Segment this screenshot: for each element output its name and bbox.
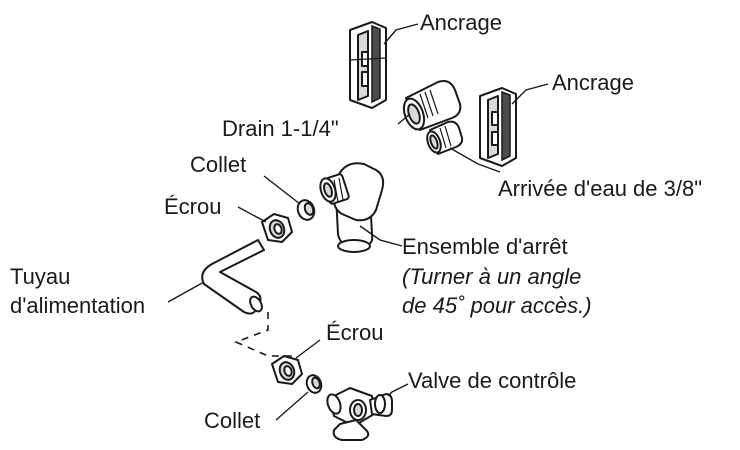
- label-supply-tube-line2: d'alimentation: [10, 293, 145, 318]
- leader-lines: [167, 23, 549, 421]
- label-water-inlet: Arrivée d'eau de 3/8": [498, 176, 702, 201]
- anchor-top-part: [349, 21, 387, 109]
- collet-top-part: [296, 199, 316, 221]
- label-collet-top: Collet: [190, 152, 246, 177]
- label-collet-bottom: Collet: [204, 408, 260, 433]
- nut-bottom-part: [271, 355, 303, 385]
- label-supply-tube-line1: Tuyau: [10, 264, 70, 289]
- label-control-valve: Valve de contrôle: [408, 368, 576, 393]
- collet-bottom-part: [305, 374, 323, 394]
- label-anchor-right: Ancrage: [552, 70, 634, 95]
- label-anchor-top: Ancrage: [420, 10, 502, 35]
- nut-top-part: [261, 213, 293, 243]
- tube-dashed-path: [233, 312, 292, 357]
- label-nut-top: Écrou: [164, 194, 221, 219]
- drain-fitting: [402, 80, 462, 131]
- water-inlet-fitting: [426, 120, 464, 155]
- label-stop-note-line1: (Turner à un angle: [402, 264, 581, 289]
- supply-tube-part: [201, 239, 265, 315]
- anchor-right-part: [479, 87, 517, 167]
- stop-assembly-part: [319, 162, 385, 253]
- label-stop-assembly: Ensemble d'arrêt: [402, 234, 568, 259]
- label-nut-bottom: Écrou: [326, 320, 383, 345]
- label-stop-note-line2: de 45˚ pour accès.): [402, 293, 592, 318]
- label-drain: Drain 1-1/4": [222, 116, 339, 141]
- control-valve-part: [326, 387, 393, 441]
